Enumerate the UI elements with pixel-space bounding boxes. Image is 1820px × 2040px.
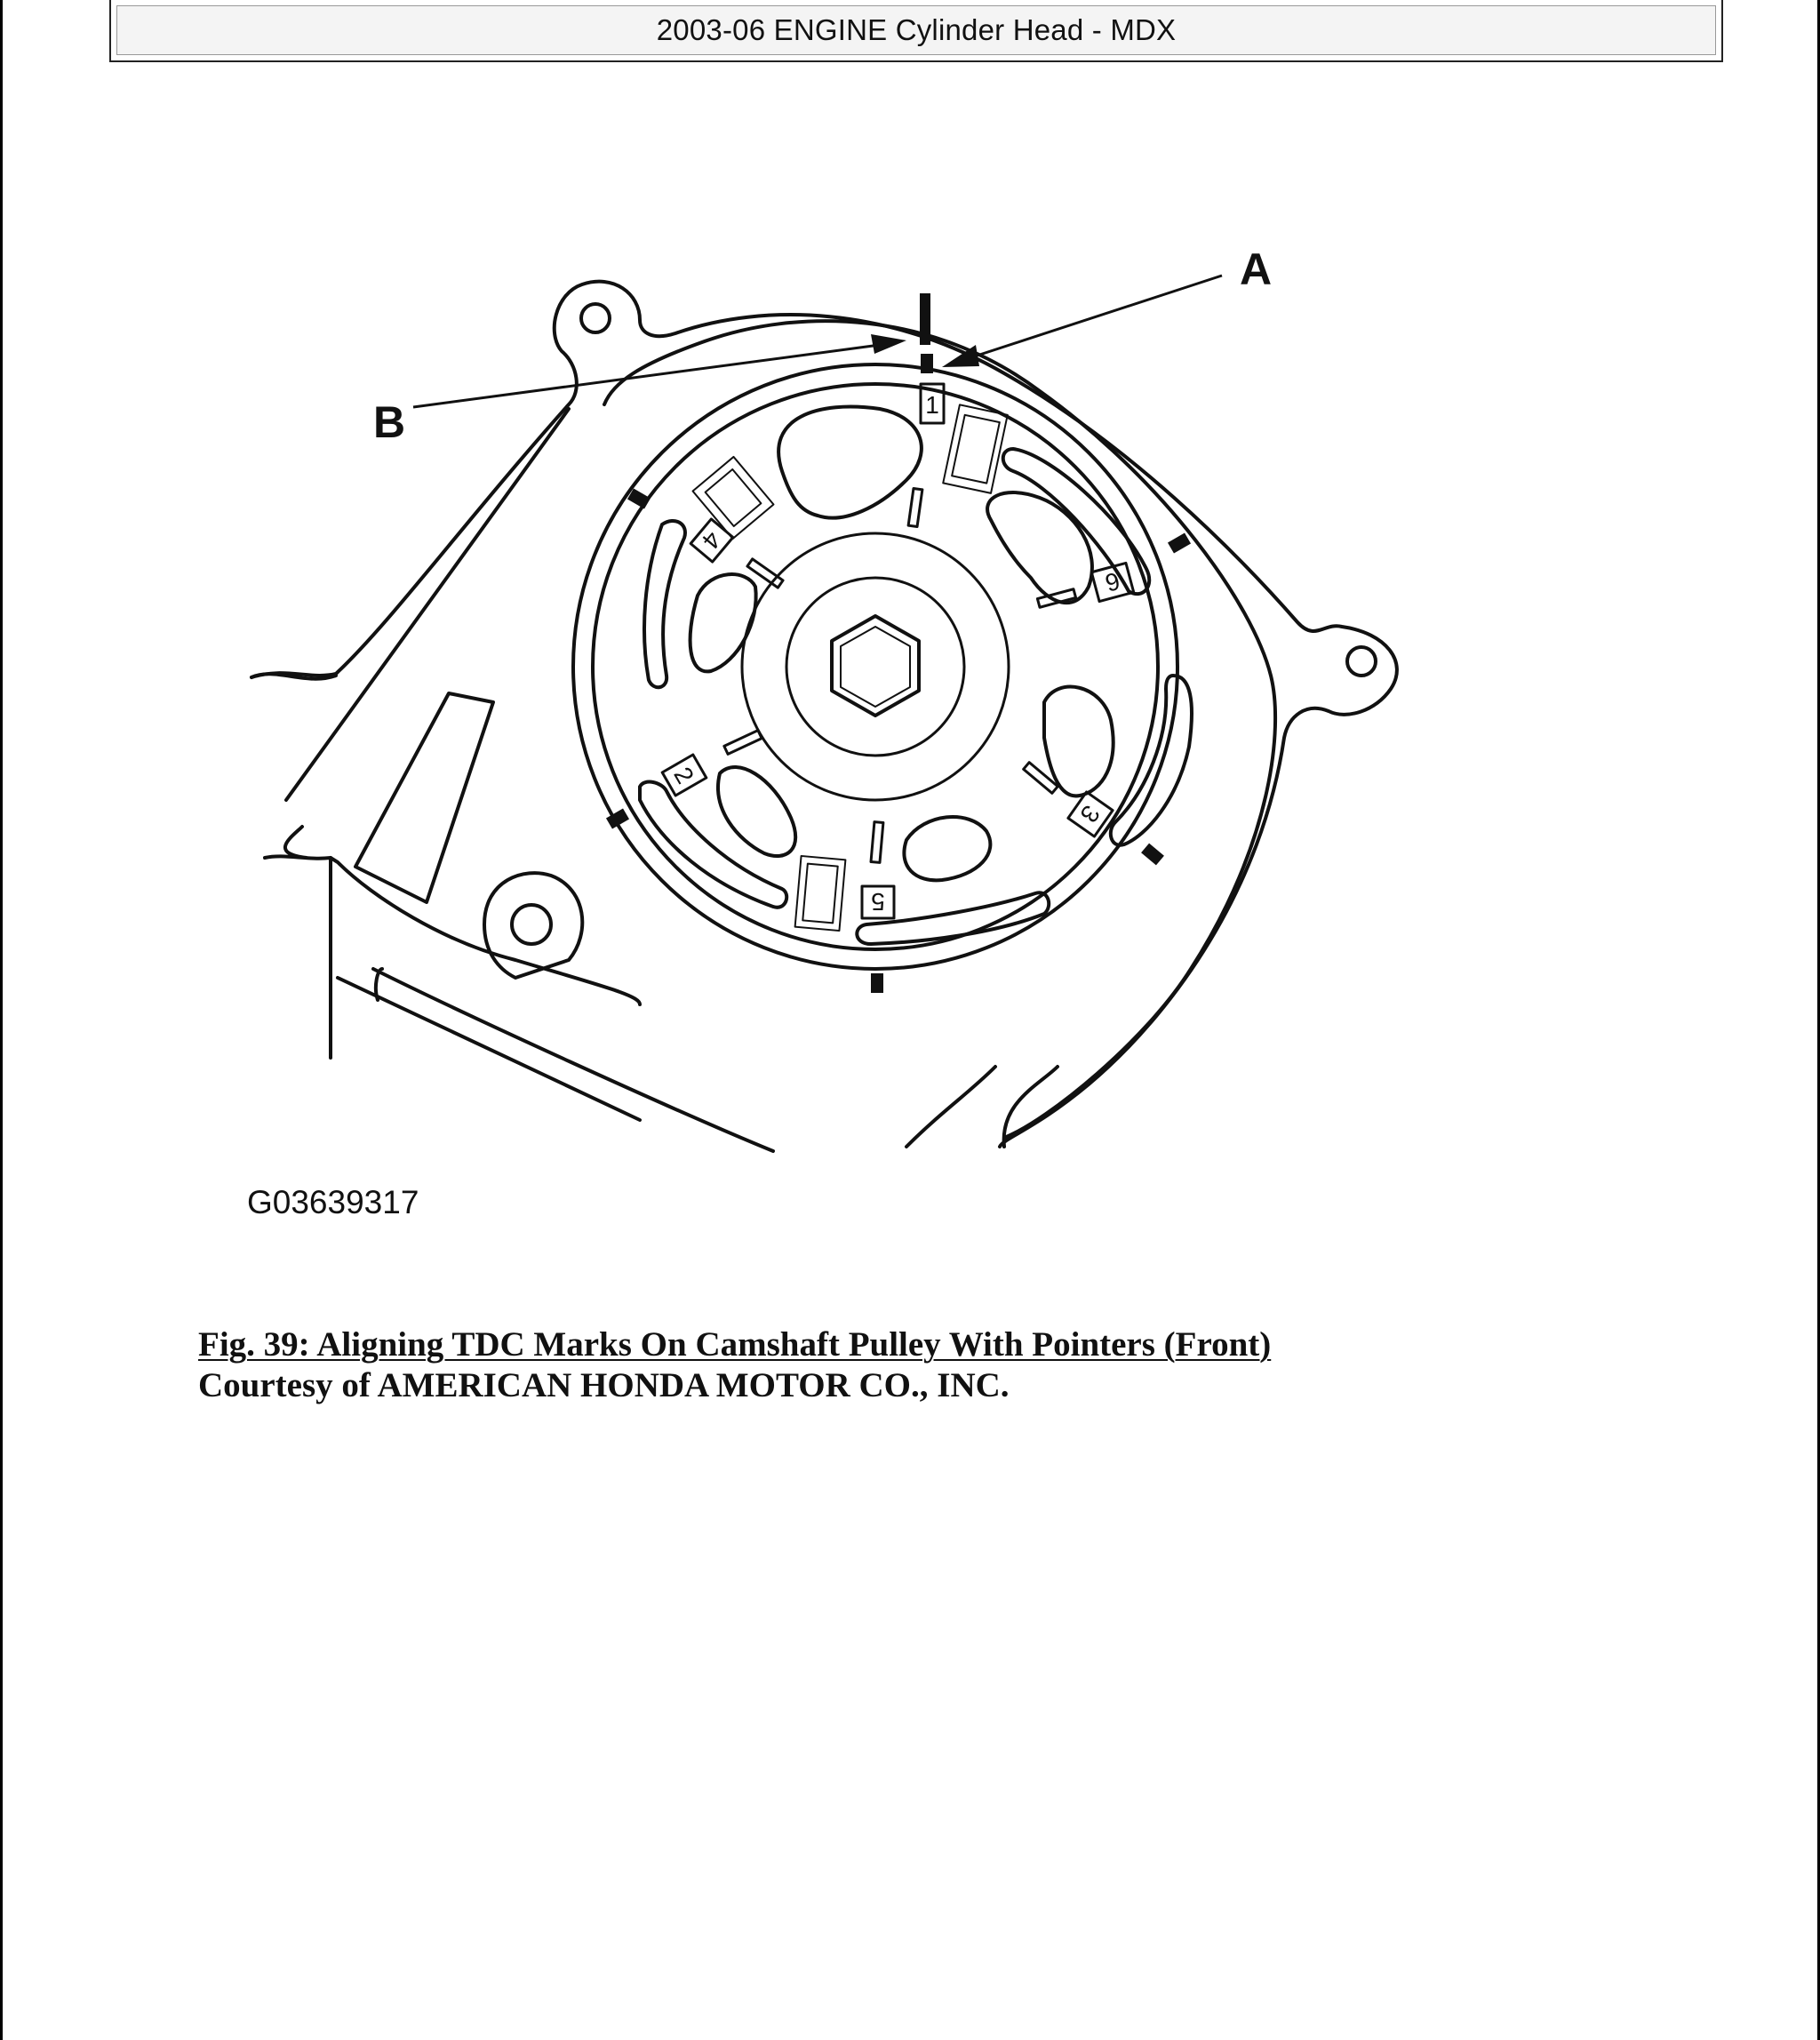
page-left-border — [0, 0, 3, 2040]
document-title: 2003-06 ENGINE Cylinder Head - MDX — [656, 13, 1177, 46]
housing-cutout — [354, 692, 495, 904]
mark-box-5 — [860, 884, 896, 920]
hub-tick-left-lower — [722, 729, 763, 756]
pulley-slot-left-upper — [643, 519, 687, 690]
pulley-window-3 — [1042, 684, 1115, 798]
page-right-border — [1817, 0, 1820, 2040]
mount-boss-top-left — [579, 302, 611, 334]
housing-lower-slot — [336, 967, 775, 1153]
mark-box-4 — [689, 517, 735, 564]
hub-tick-top — [906, 487, 924, 528]
mark-label-1: 1 — [925, 391, 939, 419]
pulley-pad-left-inner — [704, 468, 762, 528]
hub-hex-nut — [830, 614, 921, 717]
mark-box-3 — [1066, 790, 1114, 838]
pulley-pad-top — [942, 404, 1009, 494]
pulley-window-1 — [777, 404, 923, 520]
pulley-hub-inner-ring — [785, 576, 966, 757]
rim-mark-upper-left — [627, 488, 651, 509]
pulley-window-6 — [688, 572, 758, 674]
mark-label-5: 5 — [871, 888, 885, 916]
callout-a-leader — [957, 274, 1223, 364]
hub-hex-nut-inner — [840, 626, 911, 708]
housing-pointer-a — [920, 293, 930, 345]
rim-mark-right — [1167, 532, 1192, 554]
mark-label-6: 6 — [1102, 567, 1122, 597]
pulley-window-4 — [902, 815, 993, 883]
pulley-pad-bottom-inner — [802, 862, 839, 924]
pulley-window-5 — [716, 765, 798, 859]
timing-cover-inner-edge — [603, 319, 1278, 1140]
mount-boss-right — [1345, 645, 1377, 677]
callout-a-arrowhead — [942, 345, 979, 367]
mark-box-2 — [660, 753, 708, 797]
callout-b-leader — [412, 343, 881, 409]
housing-lower-left-wall — [284, 407, 642, 1006]
timing-cover-left-edge — [250, 672, 338, 1060]
rim-mark-lower-left — [605, 808, 630, 829]
figure-caption: Fig. 39: Aligning TDC Marks On Camshaft … — [198, 1324, 1271, 1406]
pulley-pad-left — [691, 455, 775, 540]
pulley-pad-top-inner — [951, 413, 1001, 484]
hub-tick-right-upper — [1035, 588, 1078, 609]
timing-cover-outline — [250, 279, 1399, 1148]
pulley-slot-bottom — [855, 891, 1051, 946]
caption-credit: Courtesy of AMERICAN HONDA MOTOR CO., IN… — [198, 1366, 1010, 1404]
hub-tick-right-lower — [1022, 761, 1059, 795]
rim-mark-bottom — [871, 973, 883, 993]
mount-boss-lower-left-flange — [483, 871, 585, 980]
mark-box-1 — [919, 382, 946, 425]
rim-mark-lower-right — [1141, 843, 1164, 866]
pulley-window-2 — [986, 491, 1094, 604]
document-header-inner: 2003-06 ENGINE Cylinder Head - MDX — [116, 5, 1716, 55]
mark-label-3: 3 — [1074, 800, 1105, 828]
document-header: 2003-06 ENGINE Cylinder Head - MDX — [109, 0, 1723, 62]
callout-b-label: B — [373, 397, 405, 447]
pulley-inner-ring — [591, 382, 1160, 951]
pulley-outer-ring — [571, 363, 1179, 971]
hub-tick-bottom — [869, 820, 885, 864]
pulley-slot-right-lower — [1108, 674, 1193, 847]
pulley-slot-left-lower — [638, 780, 789, 909]
callout-b-arrowhead — [871, 334, 906, 354]
pulley-slot-right-upper — [1001, 447, 1152, 596]
camshaft-pulley-diagram: 1 6 3 5 2 4 A B G03639317 — [247, 244, 1399, 1220]
caption-title: Fig. 39: Aligning TDC Marks On Camshaft … — [198, 1325, 1272, 1364]
pulley-pad-bottom — [794, 854, 847, 932]
pulley-hub-ring — [740, 532, 1010, 802]
mount-boss-lower-left — [510, 903, 553, 946]
figure-image-id: G03639317 — [247, 1184, 419, 1220]
housing-bottom-flank — [905, 1065, 1059, 1148]
mark-box-6 — [1090, 561, 1136, 604]
callout-a-label: A — [1240, 244, 1272, 294]
rim-mark-top — [921, 354, 933, 373]
hub-tick-left-upper — [746, 557, 785, 589]
